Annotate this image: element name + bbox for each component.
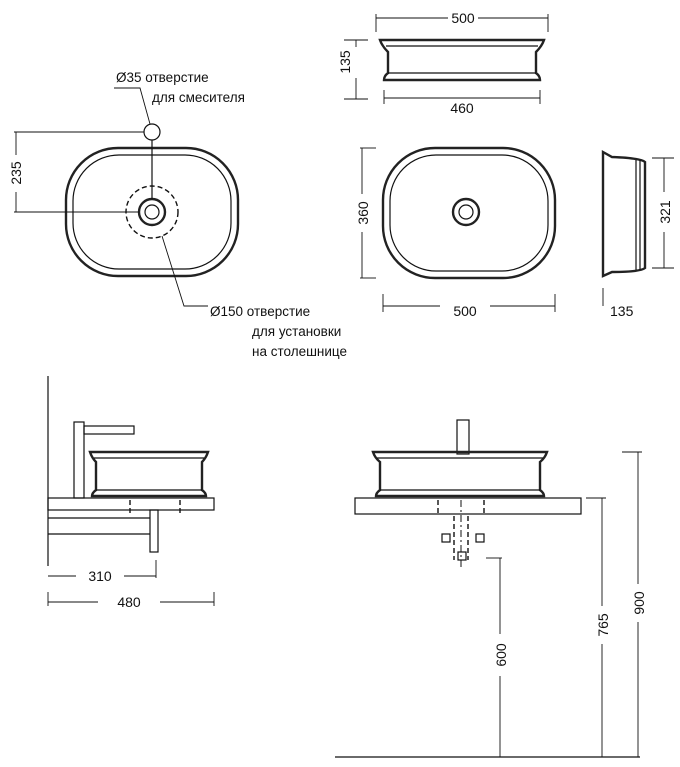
dim-plan-500: 500: [453, 303, 477, 319]
front-elevation: 600 765 900: [335, 419, 647, 758]
dim-elev-480: 480: [117, 594, 141, 610]
dim-height-765: 765: [595, 613, 611, 637]
dim-height-900: 900: [631, 591, 647, 615]
side-view-right: 321 135: [601, 149, 674, 319]
dim-side-321: 321: [657, 200, 673, 224]
note-mixer-hole-2: для смесителя: [152, 90, 245, 105]
note-counter-hole-1: Ø150 отверстие: [210, 304, 310, 319]
plan-view-left: Ø35 отверстие для смесителя Ø150 отверст…: [8, 70, 347, 359]
dim-plan-360: 360: [355, 201, 371, 225]
dim-front-460: 460: [450, 100, 474, 116]
dim-front-135: 135: [337, 50, 353, 74]
mixer-hole-circle: [143, 123, 161, 141]
side-elevation: 310 480: [47, 376, 215, 610]
dim-front-500: 500: [451, 10, 475, 26]
plan-view-center: 360 500: [355, 146, 557, 319]
dim-height-600: 600: [493, 643, 509, 667]
note-counter-hole-3: на столешнице: [252, 344, 347, 359]
dim-side-135: 135: [610, 303, 634, 319]
dim-elev-310: 310: [88, 568, 112, 584]
dim-plan-235: 235: [8, 161, 24, 185]
front-view-top: 500 460 135: [337, 10, 549, 116]
note-counter-hole-2: для установки: [252, 324, 341, 339]
note-mixer-hole-1: Ø35 отверстие: [116, 70, 209, 85]
